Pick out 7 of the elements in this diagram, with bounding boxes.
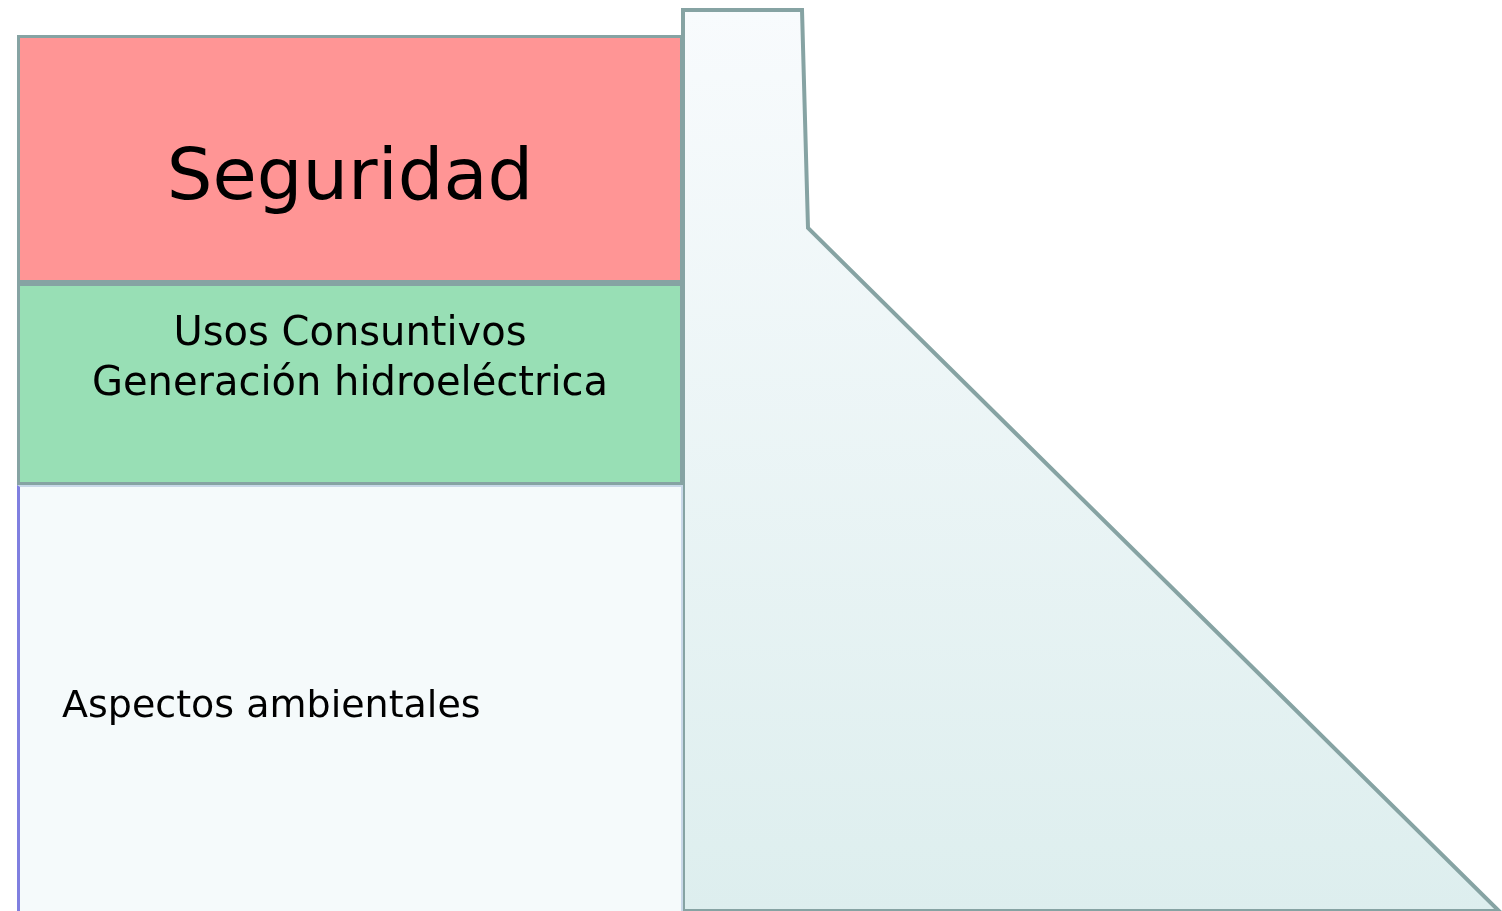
layer-label: Generación hidroeléctrica [91,358,609,404]
layer-label: Aspectos ambientales [62,683,481,727]
layer-band [17,35,683,283]
layer-band [17,283,683,485]
layer-label: Usos Consuntivos [173,308,527,354]
layer-label: Seguridad [166,133,534,216]
layer-band [17,485,683,911]
